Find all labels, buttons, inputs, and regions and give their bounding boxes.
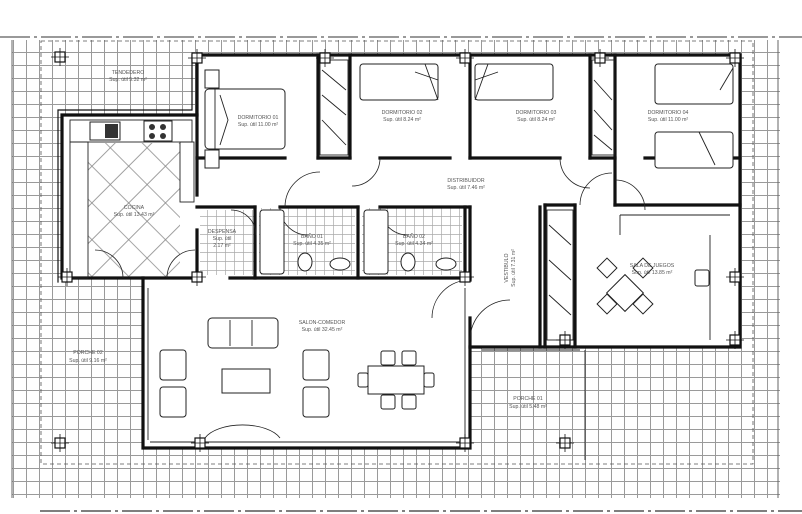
pillar-crosshair — [456, 49, 474, 67]
games-furniture — [596, 257, 710, 315]
svg-text:Sup. útil 32.45 m²: Sup. útil 32.45 m² — [302, 327, 343, 333]
svg-text:Sup. útil 13.43 m²: Sup. útil 13.43 m² — [114, 212, 155, 218]
bath-fixtures — [259, 209, 457, 275]
svg-text:Sup. útil 11.00 m²: Sup. útil 11.00 m² — [648, 117, 689, 123]
stove-icon — [143, 120, 173, 142]
pillar-crosshair — [726, 331, 744, 349]
svg-text:Sup. útil 5.32 m²: Sup. útil 5.32 m² — [109, 77, 147, 83]
pillar-crosshair — [726, 268, 744, 286]
svg-text:Sup. útil 8.24 m²: Sup. útil 8.24 m² — [517, 117, 555, 123]
svg-text:DORMITORIO 01: DORMITORIO 01 — [238, 115, 279, 121]
svg-text:SALON-COMEDOR: SALON-COMEDOR — [299, 320, 346, 326]
pillar-crosshair — [456, 268, 474, 286]
porch-01-floor — [472, 349, 582, 447]
svg-text:2.17 m²: 2.17 m² — [213, 243, 231, 249]
svg-text:Sup. útil 11.00 m²: Sup. útil 11.00 m² — [238, 122, 279, 128]
pillar-crosshair — [188, 268, 206, 286]
svg-text:VESTIBULO: VESTIBULO — [504, 253, 510, 282]
doors — [94, 157, 646, 439]
walls — [57, 53, 742, 460]
svg-text:Sup. útil: Sup. útil — [213, 236, 232, 242]
pillar-crosshair — [316, 49, 334, 67]
svg-text:DORMITORIO 04: DORMITORIO 04 — [648, 110, 689, 116]
svg-text:BAÑO 01: BAÑO 01 — [301, 233, 323, 240]
kitchen-floor — [88, 143, 180, 278]
pillar-crosshair — [51, 434, 69, 452]
svg-text:DISTRIBUIDOR: DISTRIBUIDOR — [447, 178, 484, 184]
pillar-crosshair — [188, 49, 206, 67]
svg-text:TENDEDERO: TENDEDERO — [112, 70, 145, 76]
pillar-crosshair — [556, 331, 574, 349]
svg-text:Sup. útil 9.16 m²: Sup. útil 9.16 m² — [69, 358, 107, 364]
label-porche-02: PORCHE 02 Sup. útil 9.16 m² — [69, 350, 107, 364]
svg-text:BAÑO 02: BAÑO 02 — [403, 233, 425, 240]
pillar-crosshair — [191, 434, 209, 452]
pillars — [51, 48, 744, 452]
svg-text:PORCHE 01: PORCHE 01 — [513, 396, 543, 402]
svg-text:DORMITORIO 03: DORMITORIO 03 — [516, 110, 557, 116]
pillar-crosshair — [456, 434, 474, 452]
kitchen-fixtures — [69, 119, 195, 279]
plot-boundary — [40, 40, 754, 465]
pillar-crosshair — [726, 49, 744, 67]
pillar-crosshair — [58, 268, 76, 286]
svg-text:DESPENSA: DESPENSA — [208, 229, 237, 235]
svg-text:Sup. útil 4.35 m²: Sup. útil 4.35 m² — [293, 241, 331, 247]
pillar-crosshair — [556, 434, 574, 452]
label-porche-01: PORCHE 01 Sup. útil 5.48 m² — [509, 396, 547, 410]
svg-text:Sup. útil 4.34 m²: Sup. útil 4.34 m² — [395, 241, 433, 247]
beds — [204, 63, 734, 169]
svg-text:SALA DE JUEGOS: SALA DE JUEGOS — [630, 263, 675, 269]
svg-text:DORMITORIO 02: DORMITORIO 02 — [382, 110, 423, 116]
svg-text:Sup. útil 8.24 m²: Sup. útil 8.24 m² — [383, 117, 421, 123]
pantry-floor — [200, 210, 255, 275]
pillar-crosshair — [591, 49, 609, 67]
svg-text:Sup. útil 7.31 m²: Sup. útil 7.31 m² — [511, 249, 517, 287]
living-furniture — [159, 317, 435, 418]
pillar-crosshair — [51, 48, 69, 66]
svg-text:PORCHE 02: PORCHE 02 — [73, 350, 103, 356]
svg-text:COCINA: COCINA — [124, 205, 145, 211]
svg-text:Sup. útil 7.46 m²: Sup. útil 7.46 m² — [447, 185, 485, 191]
svg-text:Sup. útil 13.85 m²: Sup. útil 13.85 m² — [632, 270, 673, 276]
svg-text:Sup. útil 5.48 m²: Sup. útil 5.48 m² — [509, 404, 547, 410]
